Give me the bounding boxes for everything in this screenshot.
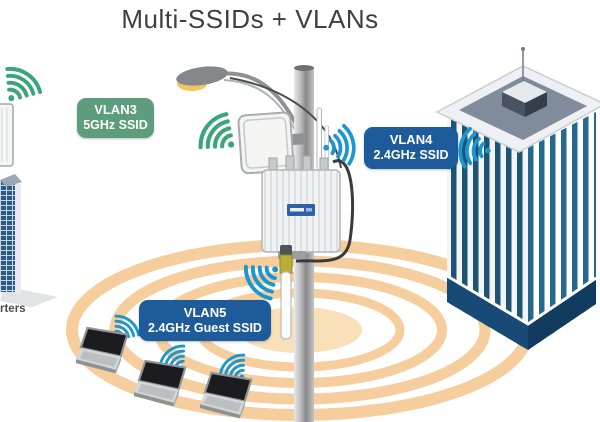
sector-antenna-left-icon	[0, 103, 14, 167]
panel-antenna-icon	[237, 111, 305, 175]
lamp-head	[176, 66, 228, 86]
vlan4-ssid: 2.4GHz SSID	[373, 148, 449, 163]
headquarters-building-icon	[0, 174, 58, 307]
pole-cable	[229, 77, 342, 169]
vlan5-name: VLAN5	[183, 304, 227, 320]
vlan4-name: VLAN4	[389, 132, 433, 148]
headquarters-caption-partial: rters	[0, 303, 26, 315]
laptop-1-icon	[74, 326, 129, 375]
page-title: Multi-SSIDs + VLANs	[121, 4, 379, 34]
outdoor-access-point-icon	[261, 155, 355, 263]
omni-antenna-icon	[278, 245, 306, 340]
vlan3-ssid: 5GHz SSID	[83, 118, 148, 133]
vlan5-badge: VLAN5 2.4GHz Guest SSID	[139, 300, 271, 341]
ap-connectors	[268, 155, 329, 174]
vlan3-name: VLAN3	[94, 102, 137, 118]
ap-cable	[295, 159, 355, 263]
office-building-icon	[435, 47, 600, 350]
street-lamp-icon	[176, 66, 303, 147]
ap-logo	[287, 204, 315, 216]
vlan4-badge: VLAN4 2.4GHz SSID	[364, 127, 458, 169]
vlan3-badge: VLAN3 5GHz SSID	[77, 98, 154, 138]
vlan5-ssid: 2.4GHz Guest SSID	[148, 320, 262, 335]
